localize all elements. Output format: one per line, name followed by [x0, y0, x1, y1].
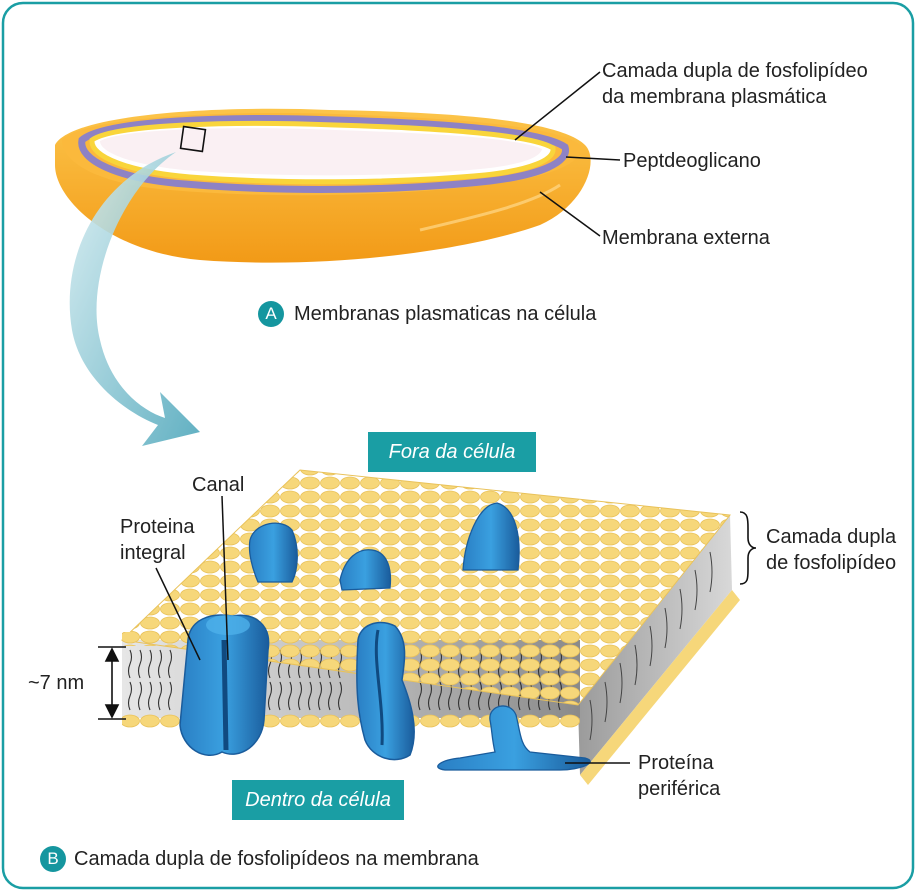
label-channel: Canal: [192, 472, 244, 498]
label-peripheral-protein: Proteína periférica: [638, 750, 720, 802]
label-thickness: ~7 nm: [28, 670, 84, 696]
label-phospholipid-line2: da membrana plasmática: [602, 84, 868, 110]
channel-groove: [224, 640, 226, 750]
label-peripheral-line2: periférica: [638, 776, 720, 802]
label-phospholipid-line1: Camada dupla de fosfolipídeo: [602, 58, 868, 84]
label-integral-line2: integral: [120, 540, 195, 566]
label-bilayer-line2: de fosfolipídeo: [766, 550, 896, 576]
label-peripheral-line1: Proteína: [638, 750, 720, 776]
caption-a: Membranas plasmaticas na célula: [294, 301, 596, 327]
badge-b: B: [40, 846, 66, 872]
label-peptidoglycan: Peptdeoglicano: [623, 148, 761, 174]
label-integral-line1: Proteina: [120, 514, 195, 540]
label-integral-protein: Proteina integral: [120, 514, 195, 566]
integral-protein: [180, 615, 269, 755]
label-outside-cell: Fora da célula: [368, 432, 536, 472]
label-bilayer: Camada dupla de fosfolipídeo: [766, 524, 896, 576]
badge-a: A: [258, 301, 284, 327]
label-inside-cell: Dentro da célula: [232, 780, 404, 820]
label-phospholipid-membrane: Camada dupla de fosfolipídeo da membrana…: [602, 58, 868, 110]
caption-b: Camada dupla de fosfolipídeos na membran…: [74, 846, 479, 872]
label-outer-membrane: Membrana externa: [602, 225, 770, 251]
label-bilayer-line1: Camada dupla: [766, 524, 896, 550]
